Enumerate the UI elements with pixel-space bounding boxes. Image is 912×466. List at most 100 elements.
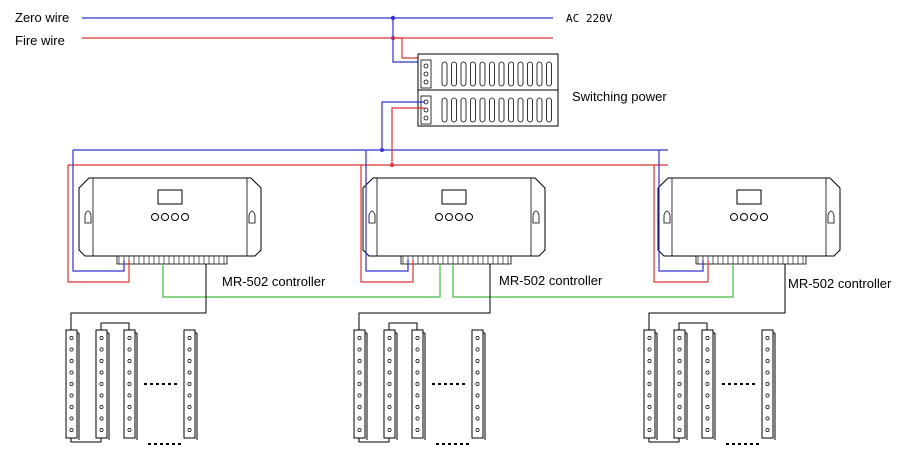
controller-body: [657, 177, 841, 257]
led-dot: [357, 370, 362, 375]
led-dot: [69, 336, 74, 340]
led-dot: [187, 393, 192, 398]
led-dot: [127, 370, 132, 375]
terminal-screw: [423, 115, 429, 121]
controller-unit: [653, 150, 841, 283]
controller-button: [435, 213, 443, 221]
led-dot: [415, 428, 420, 432]
led-dot: [475, 382, 480, 386]
led-bar-body: [183, 329, 196, 439]
continuation-dot: [734, 383, 737, 385]
continuation-dot: [466, 443, 469, 445]
heat-fin: [479, 97, 486, 123]
led-dot: [705, 359, 710, 363]
led-dot: [357, 347, 362, 352]
heat-fin: [441, 61, 448, 87]
led-dot: [705, 428, 710, 432]
led-bar: [761, 329, 776, 440]
led-bar-body: [65, 329, 78, 439]
terminal-screw: [423, 107, 429, 113]
led-dot: [69, 370, 74, 375]
led-dot: [765, 393, 770, 398]
continuation-dot: [172, 443, 175, 445]
led-dot: [475, 370, 480, 375]
mount-hole: [248, 210, 256, 224]
continuation-dot: [174, 383, 177, 385]
controllers-group: [67, 150, 841, 283]
led-dot: [647, 416, 652, 421]
led-dot: [357, 428, 362, 432]
led-dot: [765, 405, 770, 409]
bus-junction-dot: [380, 148, 384, 152]
led-bar-body: [701, 329, 714, 439]
led-dot: [415, 393, 420, 398]
led-bar-body: [95, 329, 108, 439]
heat-fin: [508, 97, 514, 123]
led-dot: [187, 347, 192, 352]
led-dot: [69, 393, 74, 398]
led-dot: [387, 370, 392, 375]
led-dot: [387, 359, 392, 363]
led-bar-body: [643, 329, 656, 439]
led-bar: [95, 329, 110, 440]
led-dot: [765, 428, 770, 432]
bar-link: [388, 322, 418, 330]
led-dot: [357, 382, 362, 386]
heat-fin: [536, 61, 543, 87]
led-dot: [705, 405, 710, 409]
led-dot: [677, 428, 682, 432]
continuation-dot: [162, 383, 165, 385]
led-dot: [187, 336, 192, 340]
led-dot: [357, 405, 362, 409]
led-bar: [673, 329, 688, 440]
led-dot: [415, 416, 420, 421]
led-bar: [183, 329, 198, 440]
continuation-dot: [726, 443, 729, 445]
led-dot: [705, 336, 710, 340]
heat-fin: [527, 97, 533, 123]
led-dot: [677, 405, 682, 409]
led-bar-body: [353, 329, 366, 439]
continuation-dot: [728, 383, 731, 385]
controller-button: [151, 213, 159, 221]
controller-button: [455, 213, 463, 221]
continuation-dot: [448, 443, 451, 445]
led-dot: [647, 370, 652, 375]
continuation-dot: [148, 443, 151, 445]
led-dot: [187, 405, 192, 409]
led-dot: [69, 359, 74, 363]
heat-fin: [470, 97, 476, 123]
terminal-screw: [423, 63, 429, 69]
led-dot: [387, 428, 392, 432]
led-dot: [357, 393, 362, 398]
controller-label: MR-502 controller: [499, 273, 603, 288]
controller-unit: [360, 150, 546, 283]
led-dot: [765, 347, 770, 352]
fire-wire-label: Fire wire: [15, 33, 65, 48]
heat-fin: [451, 97, 457, 123]
controller-button: [171, 213, 179, 221]
zero-feed-wire: [658, 150, 704, 272]
led-dot: [127, 416, 132, 421]
led-dot: [415, 347, 420, 352]
led-dot: [357, 336, 362, 340]
led-bar-group: [65, 264, 207, 445]
led-dot: [647, 359, 652, 363]
continuation-dot: [744, 443, 747, 445]
led-dot: [357, 416, 362, 421]
led-bar: [65, 329, 80, 440]
led-dot: [99, 428, 104, 432]
controller-display: [736, 189, 762, 205]
data-output-line: [648, 264, 786, 330]
continuation-dot: [456, 383, 459, 385]
mount-hole: [84, 210, 92, 224]
zero-wire-label: Zero wire: [15, 10, 69, 25]
led-dot: [127, 359, 132, 363]
led-bar: [383, 329, 398, 440]
bar-link: [70, 438, 102, 443]
data-link-lines: [162, 264, 734, 298]
led-dot: [187, 382, 192, 386]
led-dot: [99, 382, 104, 386]
led-dot: [387, 416, 392, 421]
heat-fin: [527, 61, 533, 87]
